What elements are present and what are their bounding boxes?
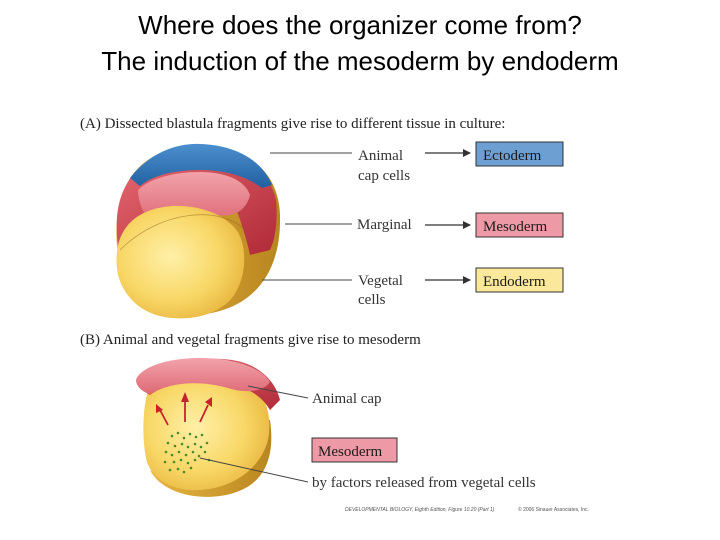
label-animal-cap: Animal cap: [312, 391, 382, 407]
label-factors: by factors released from vegetal cells: [312, 475, 536, 491]
ectoderm-label: Ectoderm: [483, 148, 542, 164]
endoderm-label: Endoderm: [483, 274, 546, 290]
panel-b-caption: (B) Animal and vegetal fragments give ri…: [80, 332, 421, 348]
title-line-1: Where does the organizer come from?: [138, 10, 582, 40]
mesoderm-box-b: [311, 437, 398, 463]
title-line-2: The induction of the mesoderm by endoder…: [101, 46, 619, 76]
mesoderm-dots: [163, 431, 211, 474]
leader-factors: [199, 457, 309, 483]
leader-animal-cap: [247, 385, 309, 399]
mesoderm-label: Mesoderm: [483, 219, 547, 235]
animal-cap-region: [130, 143, 272, 188]
ectoderm-box: [475, 141, 564, 167]
animal-cap-fragment: [136, 358, 270, 394]
label-marginal: Marginal: [357, 217, 412, 233]
mesoderm-box: [475, 212, 564, 238]
blastula-diagram: [116, 143, 281, 319]
panel-a-caption: (A) Dissected blastula fragments give ri…: [80, 116, 505, 132]
vegetal-sphere: [116, 205, 245, 319]
vegetal-fragment-side: [150, 420, 272, 497]
label-animal-2: cap cells: [358, 168, 410, 184]
mesoderm-label-b: Mesoderm: [318, 444, 382, 460]
credit-right: © 2006 Sinauer Associates, Inc.: [518, 506, 589, 513]
conjugate-diagram: [136, 358, 280, 497]
label-vegetal-2: cells: [358, 292, 386, 308]
label-vegetal-1: Vegetal: [358, 273, 403, 289]
endoderm-box: [475, 267, 564, 293]
label-animal-1: Animal: [358, 148, 403, 164]
induction-arrows: [156, 392, 212, 426]
credit-left: DEVELOPMENTAL BIOLOGY, Eighth Edition, F…: [345, 507, 495, 513]
